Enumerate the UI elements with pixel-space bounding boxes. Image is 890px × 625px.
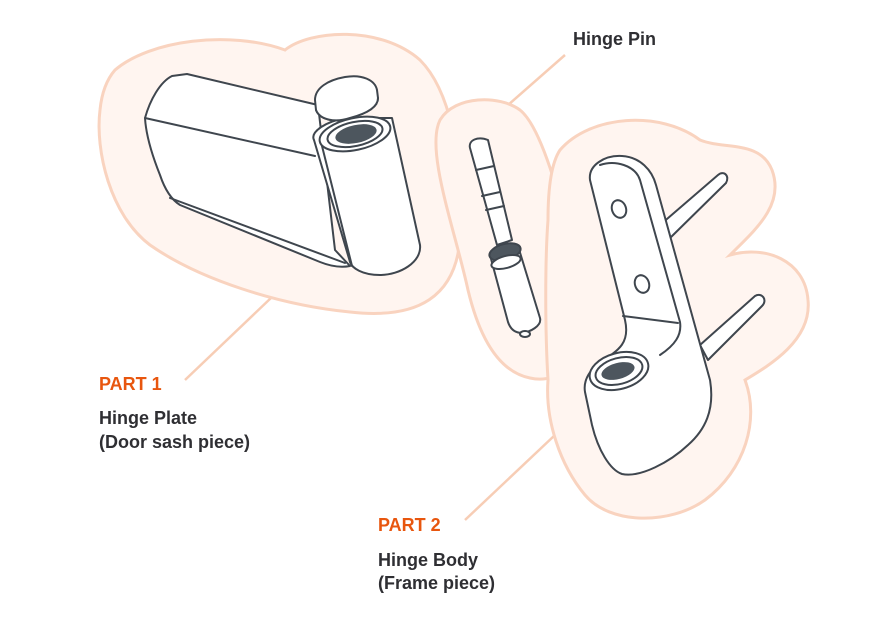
part1-name: Hinge Plate [99, 408, 198, 428]
hinge-pin-leader-line [507, 54, 566, 106]
part2-leader-line [464, 434, 556, 521]
hinge-plate-drawing [144, 73, 422, 276]
part1-description: (Door sash piece) [99, 432, 251, 452]
part2-name: Hinge Body [378, 550, 479, 570]
part2-tag: PART 2 [378, 515, 441, 535]
part1-tag: PART 1 [99, 374, 162, 394]
part2-description: (Frame piece) [378, 573, 496, 593]
hinge-body-drawing [583, 154, 766, 476]
part1-leader-line [184, 296, 273, 381]
hinge-pin-drawing [468, 137, 542, 338]
hinge-pin-label: Hinge Pin [573, 29, 657, 49]
